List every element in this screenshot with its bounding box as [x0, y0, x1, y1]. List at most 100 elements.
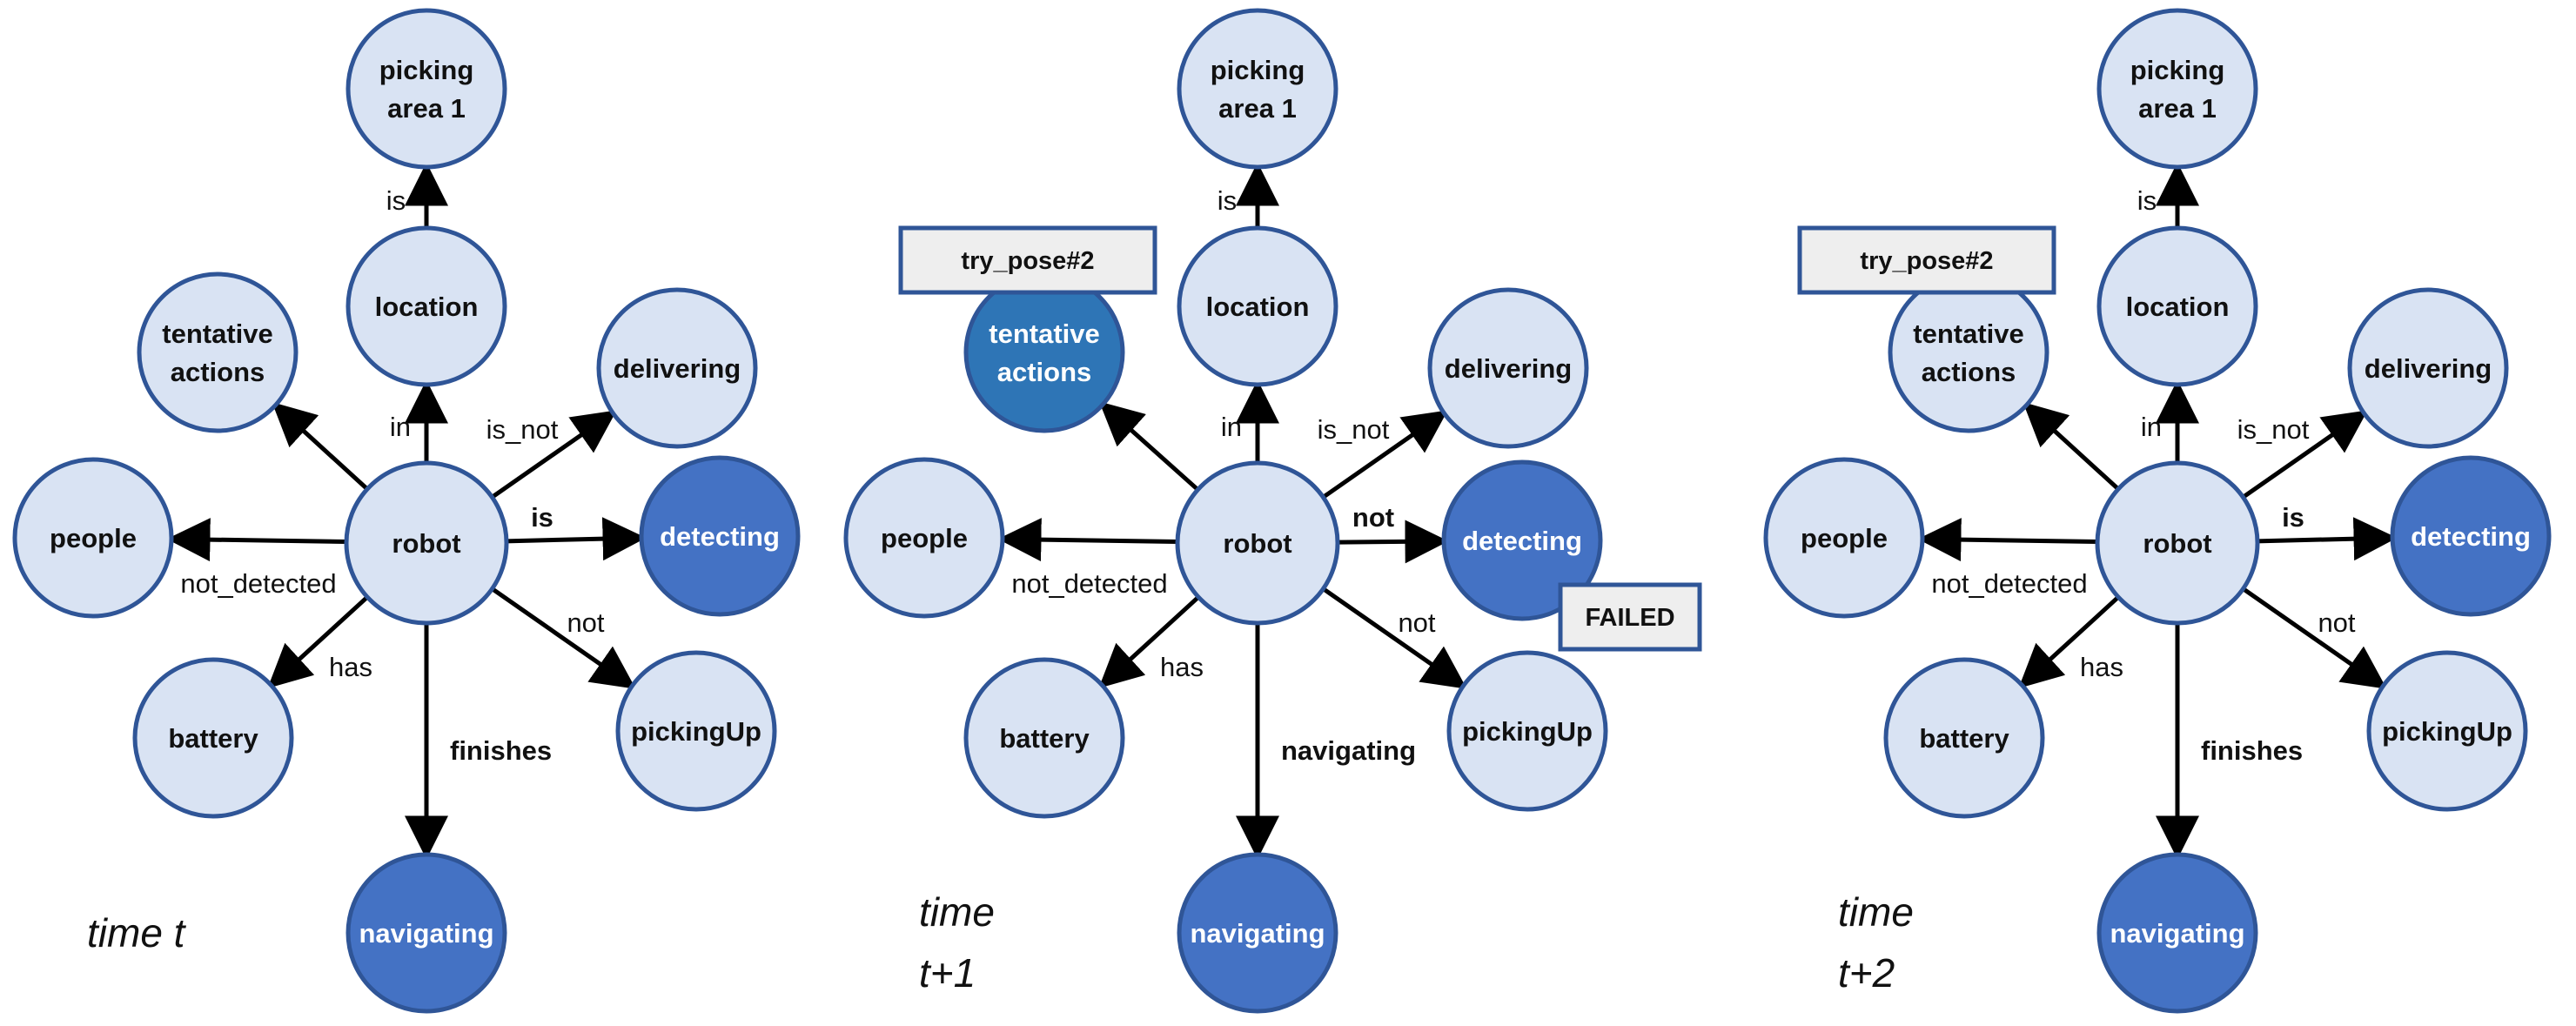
status-box-failed-frame [1558, 582, 1702, 652]
node-detecting: detecting [639, 455, 801, 617]
node-pickingUp: pickingUp [2366, 650, 2528, 812]
node-battery-label: battery [168, 723, 258, 754]
status-box-failed-text: FAILED [1585, 604, 1674, 632]
status-box-try_pose-text: try_pose#2 [1860, 247, 1993, 275]
edge-label-is_not: is_not [1318, 414, 1390, 445]
node-navigating-label: navigating [2110, 918, 2244, 949]
node-pickingUp: pickingUp [1446, 650, 1608, 812]
node-detecting-circle [639, 455, 801, 617]
node-pickingUp-circle [1446, 650, 1608, 812]
node-robot-circle [1175, 460, 1340, 626]
edge-label-not: not [567, 607, 604, 638]
edge-has-arrow [2018, 595, 2120, 688]
node-people-label: people [50, 523, 137, 553]
edge-label-not_detected: not_detected [180, 568, 336, 599]
edge-label-navigating: finishes [2201, 735, 2303, 766]
edge-label-detecting: is [2282, 502, 2304, 533]
node-battery-label: battery [999, 723, 1090, 754]
node-pickingUp: pickingUp [615, 650, 777, 812]
edge-detecting-arrow [1337, 520, 1449, 564]
node-delivering-circle [2347, 287, 2509, 449]
time-label: time t [87, 910, 187, 956]
node-tentative-label: actions [171, 357, 265, 387]
node-delivering-circle [1427, 287, 1589, 449]
node-people-label: people [881, 523, 968, 553]
node-pickingUp-label: pickingUp [1462, 716, 1593, 747]
edge-label-is_loc: is [386, 185, 406, 216]
edge-label-detecting: is [531, 502, 553, 533]
edge-not-arrow [2242, 587, 2387, 689]
edge-label-not: not [2318, 607, 2355, 638]
edge-label-not: not [1398, 607, 1435, 638]
edge-label-in: in [2141, 412, 2162, 442]
edge-tentative-arrow [272, 401, 369, 491]
node-navigating-circle [345, 852, 507, 1014]
edge-is_not-arrow [1322, 410, 1448, 500]
node-tentative-circle [1888, 272, 2049, 433]
edge-label-is_loc: is [1218, 185, 1237, 216]
node-picking-circle [345, 8, 507, 170]
status-box-try_pose-frame [1797, 225, 2056, 295]
node-navigating: navigating [2096, 852, 2258, 1014]
node-people: people [12, 457, 174, 619]
node-location: location [345, 225, 507, 387]
node-detecting-label: detecting [660, 521, 780, 552]
node-delivering-label: delivering [614, 353, 741, 384]
node-pickingUp-label: pickingUp [631, 716, 761, 747]
node-robot: robot [344, 460, 509, 626]
node-detecting-label: detecting [1462, 526, 1582, 556]
node-robot: robot [2095, 460, 2260, 626]
edge-label-has: has [329, 652, 372, 682]
status-box-failed: FAILED [1558, 582, 1702, 652]
edge-label-navigating: navigating [1281, 735, 1416, 766]
node-robot-label: robot [392, 528, 460, 559]
node-tentative: tentative actions [137, 272, 299, 433]
node-picking-circle [2096, 8, 2258, 170]
time-label: time [919, 889, 995, 935]
node-tentative-circle [137, 272, 299, 433]
node-picking-label: picking [379, 55, 474, 85]
node-battery: battery [132, 657, 294, 819]
node-picking-circle [1177, 8, 1338, 170]
node-detecting-circle [2390, 455, 2552, 617]
time-label: t+2 [1838, 950, 1895, 996]
node-picking-label: picking [1211, 55, 1305, 85]
edge-label-navigating: finishes [450, 735, 552, 766]
node-detecting: detecting [1441, 459, 1603, 621]
node-people-circle [12, 457, 174, 619]
node-people: people [1763, 457, 1925, 619]
node-navigating-label: navigating [359, 918, 493, 949]
edge-not_detected-arrow [166, 518, 347, 562]
edge-not_detected-arrow [1917, 518, 2098, 562]
node-picking-label: picking [2130, 55, 2225, 85]
node-location-label: location [2126, 292, 2230, 322]
edge-tentative-arrow [1098, 401, 1200, 492]
node-detecting-circle [1441, 459, 1603, 621]
node-navigating-label: navigating [1190, 918, 1325, 949]
edge-label-in: in [390, 412, 411, 442]
node-location-label: location [1206, 292, 1310, 322]
node-location-label: location [375, 292, 479, 322]
node-pickingUp-circle [2366, 650, 2528, 812]
node-robot-label: robot [1223, 528, 1291, 559]
node-navigating-circle [1177, 852, 1338, 1014]
node-delivering: delivering [2347, 287, 2509, 449]
node-picking-label: area 1 [1218, 93, 1297, 124]
node-robot-circle [2095, 460, 2260, 626]
node-battery: battery [963, 657, 1125, 819]
node-delivering-circle [596, 287, 758, 449]
node-navigating: navigating [345, 852, 507, 1014]
edge-label-in: in [1221, 412, 1242, 442]
node-robot-label: robot [2143, 528, 2211, 559]
node-tentative-label: tentative [162, 319, 272, 349]
edge-label-not_detected: not_detected [1011, 568, 1167, 599]
edge-label-not_detected: not_detected [1931, 568, 2087, 599]
edge-not_detected-arrow [997, 518, 1178, 562]
